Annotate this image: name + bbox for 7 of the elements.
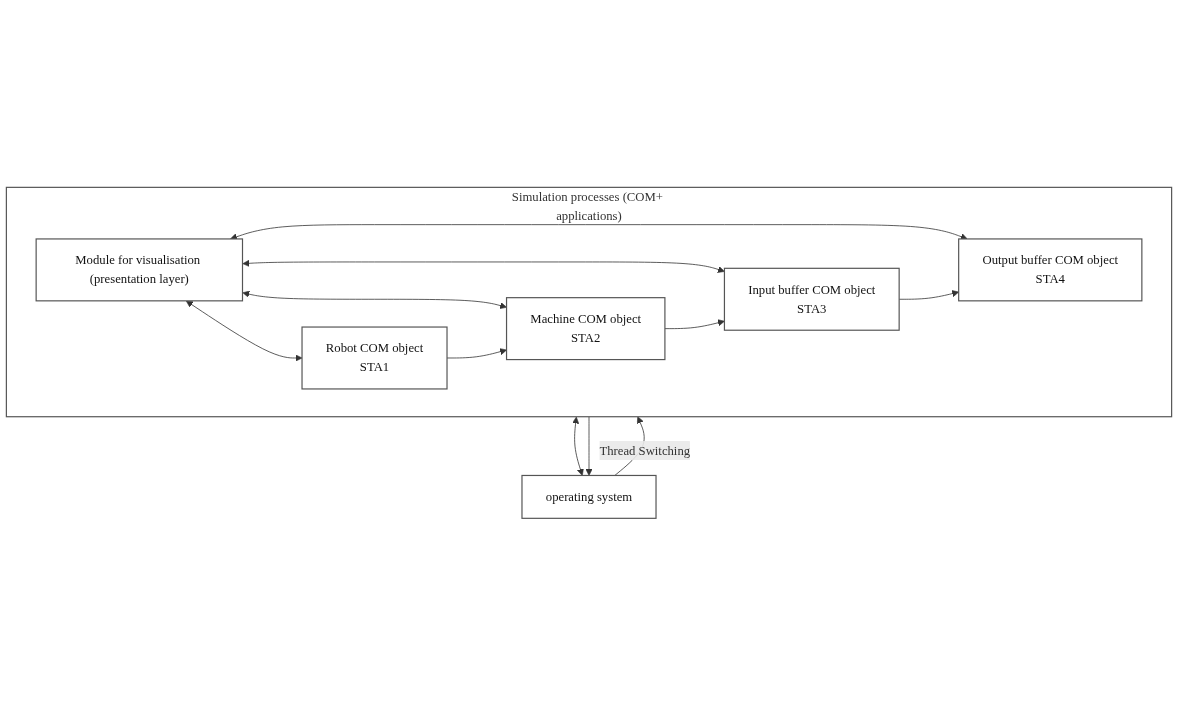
node-box: operating system [521,474,657,519]
node-box: Output buffer COM object STA4 [958,238,1143,302]
node-box: Module for visualisation (presentation layer) [35,238,244,302]
node-box: Robot COM object STA1 [301,326,448,390]
edge-label: Thread Switching [599,443,691,457]
node-box: Machine COM object STA2 [505,296,666,360]
node-box: Input buffer COM object STA3 [723,267,900,331]
